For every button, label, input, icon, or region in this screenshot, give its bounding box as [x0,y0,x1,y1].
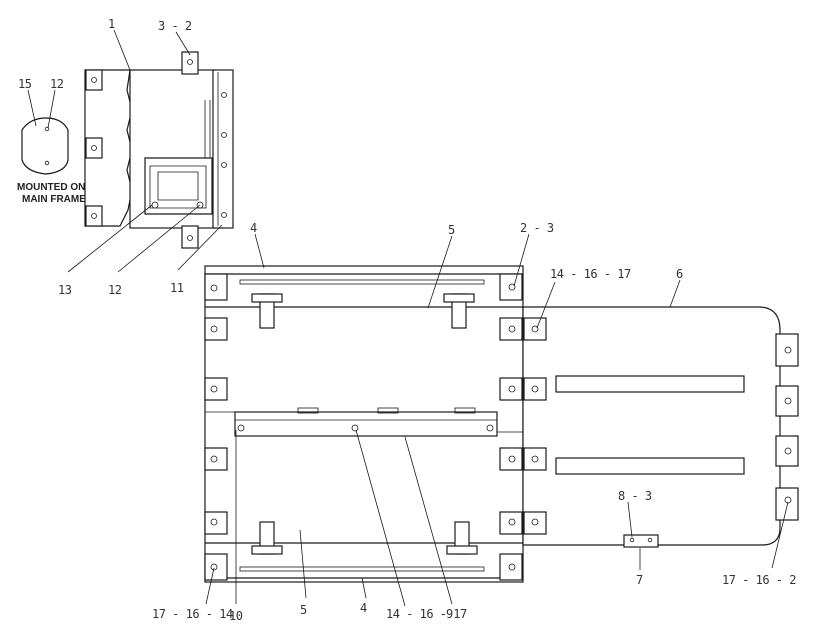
callout-3-2: 3 - 2 [158,19,192,33]
callout-9: 9 [446,607,453,621]
callout-13: 13 [58,283,72,297]
callout-10: 10 [229,609,243,623]
callout-4-top: 4 [250,221,257,235]
callout-7: 7 [636,573,643,587]
callout-1: 1 [108,17,115,31]
callout-5-bottom: 5 [300,603,307,617]
callout-11: 11 [170,281,184,295]
detail-assembly [84,51,234,249]
leader-lines [27,29,789,607]
callout-4-bottom: 4 [360,601,367,615]
note-line-2: MAIN FRAME [22,194,86,205]
callout-14-16-17-top: 14 - 16 - 17 [550,267,631,281]
callout-5-top: 5 [448,223,455,237]
left-frame [204,265,524,583]
mounting-plate [21,117,69,175]
callout-12-bottom: 12 [108,283,122,297]
right-tray [522,306,799,548]
note-line-1: MOUNTED ON [17,182,85,193]
callout-6: 6 [676,267,683,281]
callout-17-16-14: 17 - 16 - 14 [152,607,233,621]
callout-17-16-2: 17 - 16 - 2 [722,573,796,587]
callout-12-top: 12 [50,77,64,91]
callout-8-3: 8 - 3 [618,489,652,503]
callout-15: 15 [18,77,32,91]
callout-2-3: 2 - 3 [520,221,554,235]
callout-14-16-17-bottom: 14 - 16 - 17 [386,607,467,621]
